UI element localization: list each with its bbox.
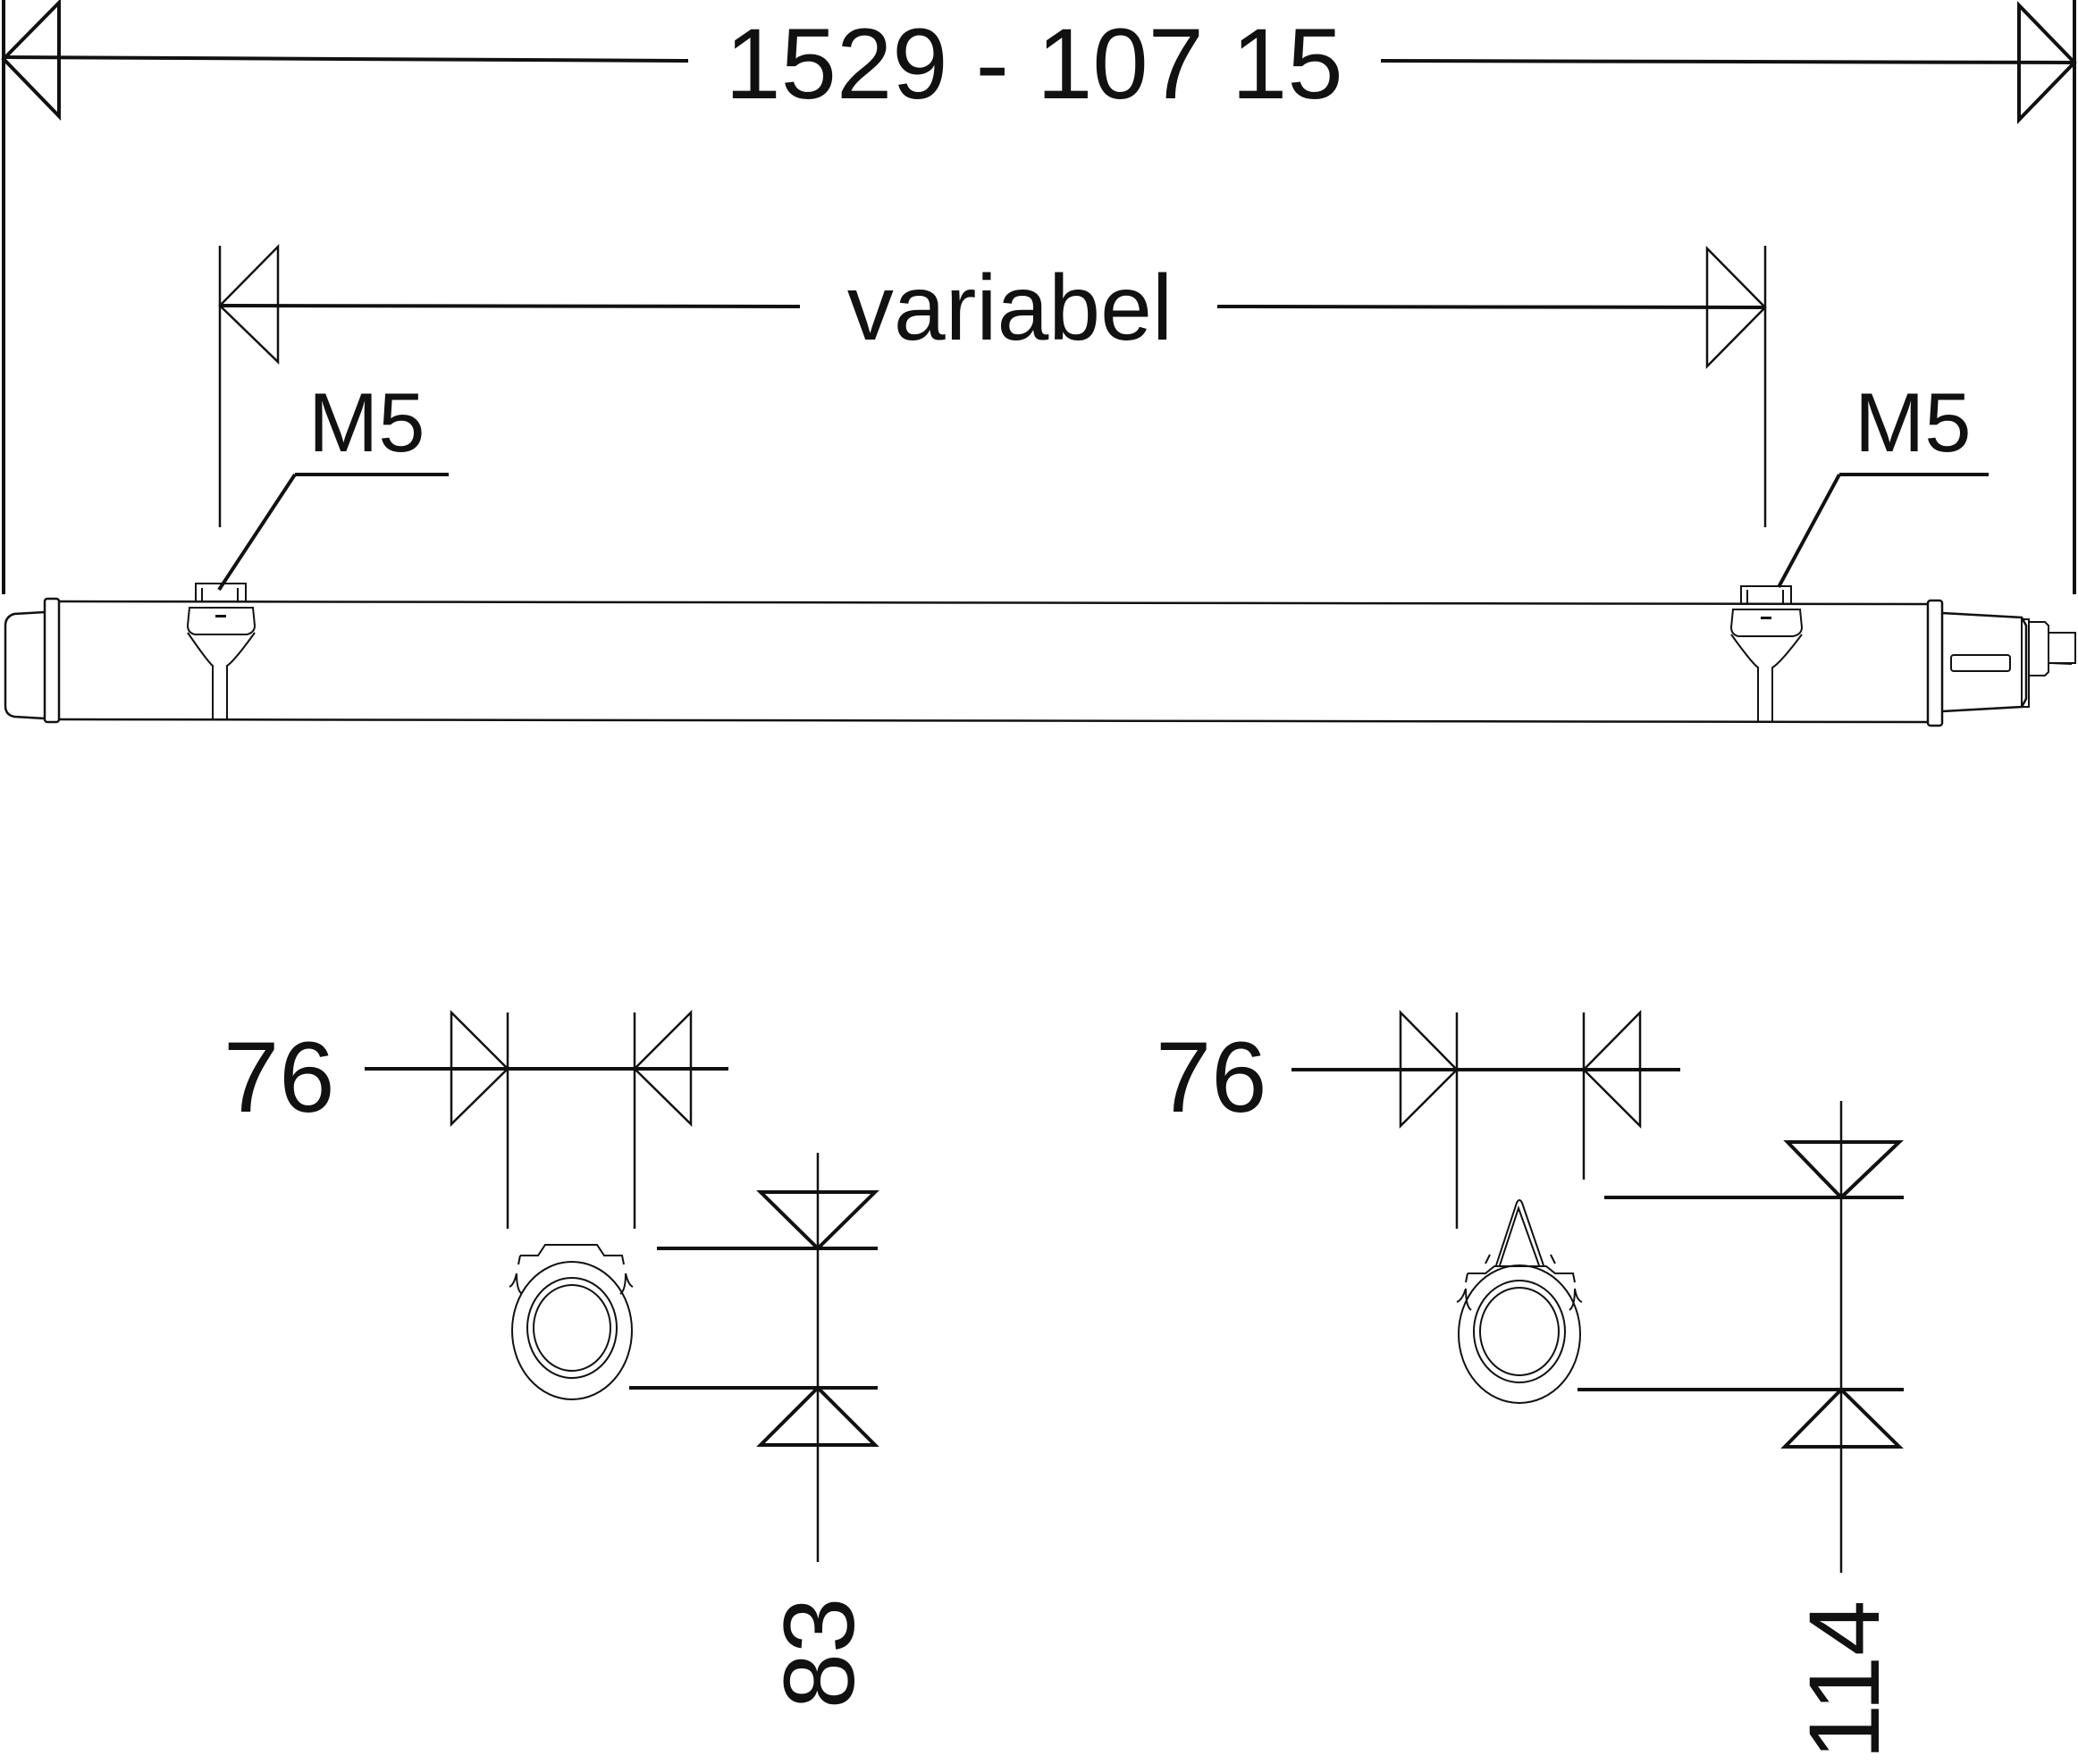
clip-body: [186, 607, 257, 635]
profile-right: [1456, 1199, 1583, 1404]
section-left-height-label: 83: [763, 1598, 875, 1709]
right-end-cap: [1941, 611, 2028, 713]
right-flange: [1926, 599, 1944, 727]
profile-top-rail: [517, 1244, 625, 1265]
tube-bottom-edge: [58, 718, 1929, 724]
end-cap-label-slot: [1950, 654, 2011, 672]
connector-collar: [2029, 621, 2049, 676]
arrow-right-icon: [450, 1009, 509, 1127]
section-left: 76 83: [223, 1009, 879, 1709]
left-end-cap: [4, 610, 46, 720]
arrow-down-icon: [756, 1190, 879, 1251]
clip-top: [1740, 585, 1792, 605]
luminaire-side-view: [4, 583, 2076, 727]
m5-leader-right: [1777, 474, 1841, 588]
tube-top-edge: [58, 600, 1929, 606]
connector-plug: [2048, 632, 2076, 664]
section-right-width-label: 76: [1156, 1021, 1267, 1133]
mount-clip-left: [186, 583, 257, 719]
tube-inner: [533, 1284, 611, 1372]
tube-outer: [511, 1261, 633, 1400]
overall-length-label: 1529 - 107 15: [725, 8, 1342, 120]
section-right: 76 114: [1156, 1009, 1904, 1760]
mount-spacing-dimension: variabel: [218, 243, 1767, 527]
left-flange: [43, 597, 61, 724]
connector-pin: [2049, 662, 2073, 665]
section-right-height-label: 114: [1788, 1600, 1900, 1760]
arrow-right-icon: [2017, 1, 2077, 124]
arrow-left-icon: [1, 0, 61, 121]
clip-slot: [1761, 617, 1771, 619]
profile-hooks: [509, 1273, 634, 1295]
clip-stem: [1730, 634, 1803, 721]
mount-spacing-label: variabel: [847, 256, 1173, 360]
profile-left: [509, 1244, 634, 1400]
profile-hooks: [1456, 1288, 1583, 1311]
section-left-width-label: 76: [223, 1021, 335, 1133]
m5-label-left: M5: [308, 375, 425, 469]
overall-dimension-line-left: [3, 55, 689, 63]
mount-dimension-line-left: [219, 304, 801, 308]
m5-callout-left: M5: [217, 375, 449, 592]
tube-middle: [1473, 1280, 1566, 1383]
overall-dimension-line-right: [1380, 59, 2075, 64]
arrow-left-icon: [1582, 1009, 1642, 1130]
clip-stem: [187, 632, 256, 719]
arrow-left-icon: [218, 243, 280, 365]
tube-middle: [526, 1277, 618, 1379]
m5-callout-right: M5: [1777, 375, 1989, 588]
m5-leader-left: [217, 473, 297, 592]
mount-clip-right: [1729, 585, 1804, 721]
tube-outer: [1458, 1264, 1581, 1404]
suspension-hanger: [1495, 1199, 1544, 1266]
arrow-up-icon: [756, 1385, 879, 1447]
overall-length-dimension: 1529 - 107 15: [1, 0, 2077, 594]
m5-label-right: M5: [1855, 375, 1972, 469]
arrow-down-icon: [1783, 1140, 1904, 1200]
clip-slot: [215, 615, 226, 617]
arrow-right-icon: [1705, 245, 1767, 370]
arrow-left-icon: [633, 1009, 693, 1127]
end-cap-ring: [2021, 618, 2030, 708]
arrow-up-icon: [1780, 1387, 1904, 1449]
clip-body: [1729, 609, 1804, 637]
arrow-right-icon: [1399, 1009, 1459, 1130]
profile-top-rail: [1465, 1265, 1576, 1283]
tube-inner: [1479, 1287, 1560, 1376]
clip-top: [195, 583, 247, 602]
hanger-clips: [1485, 1254, 1556, 1264]
